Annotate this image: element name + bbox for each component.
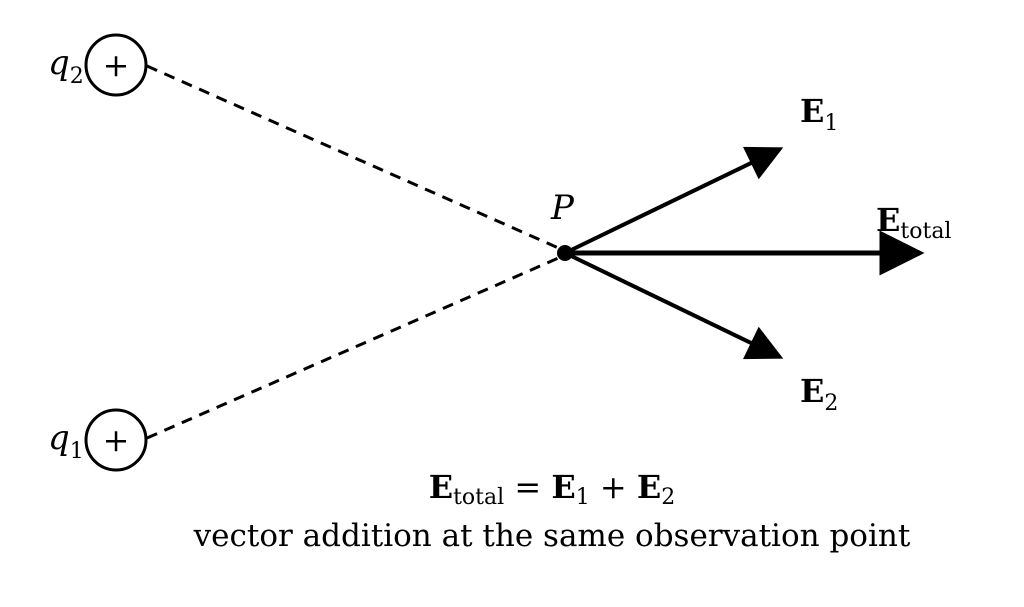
equation-lhs-symbol: E (428, 468, 454, 506)
charge-q2: + q2 (48, 33, 148, 97)
dashed-line-q1-to-p (146, 254, 564, 440)
equation-term2-index: 2 (661, 485, 676, 510)
equation-term1-index: 1 (575, 485, 590, 510)
equation-equals: = (514, 468, 542, 506)
charge-q1-label: q1 (48, 418, 84, 464)
dashed-line-q2-to-p (146, 64, 564, 252)
vector-e1-arrow (564, 146, 784, 255)
vector-e2-label: E2 (800, 372, 838, 416)
charge-q1: + q1 (48, 408, 148, 472)
vector-e1-label: E1 (800, 92, 838, 136)
point-p-dot (557, 245, 573, 261)
vector-e2-arrow (564, 251, 784, 360)
charge-q2-sign: + (103, 46, 130, 84)
point-p-label: P (550, 188, 575, 228)
caption: vector addition at the same observation … (193, 518, 911, 554)
charge-q1-sign: + (103, 421, 130, 459)
equation-lhs-index: total (453, 485, 505, 510)
equation-plus: + (599, 468, 627, 506)
charge-q2-circle (84, 33, 148, 97)
charge-q2-label: q2 (48, 43, 84, 89)
equation-term1-symbol: E (551, 468, 576, 506)
charge-q1-circle (84, 408, 148, 472)
vector-etotal-label: Etotal (876, 201, 951, 244)
equation: Etotal = E1 + E2 (0, 468, 1024, 510)
equation-term2-symbol: E (636, 468, 662, 506)
